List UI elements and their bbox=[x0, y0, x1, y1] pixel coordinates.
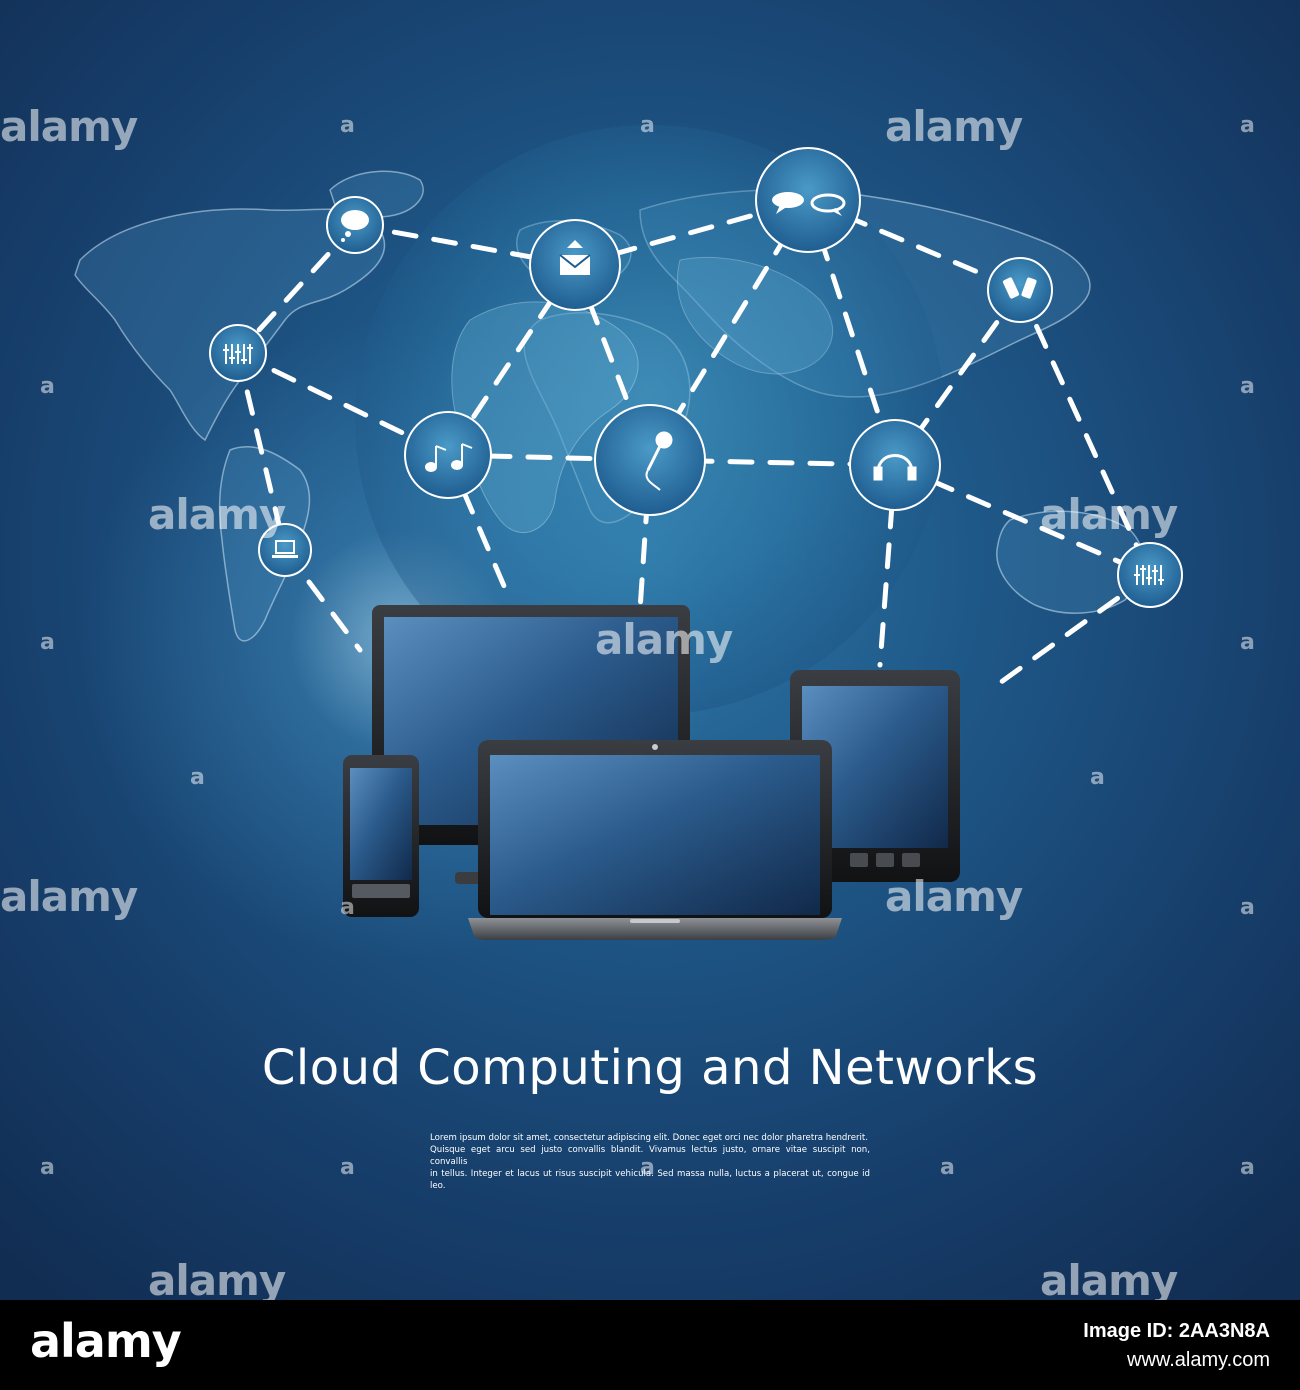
node-equalizer-left bbox=[209, 324, 267, 382]
node-equalizer-right bbox=[1117, 542, 1183, 608]
music-notes-icon bbox=[425, 443, 473, 472]
image-id: Image ID: 2AA3N8A bbox=[1083, 1320, 1270, 1342]
body-line: Lorem ipsum dolor sit amet, consectetur … bbox=[430, 1133, 869, 1143]
network-link bbox=[235, 350, 288, 553]
node-music bbox=[404, 411, 492, 499]
body-line: Quisque eget arcu sed justo convallis bl… bbox=[430, 1145, 870, 1167]
network-link bbox=[1017, 287, 1153, 578]
devices bbox=[343, 605, 960, 940]
body-paragraph: Lorem ipsum dolor sit amet, consectetur … bbox=[430, 1132, 870, 1192]
node-thought bbox=[326, 196, 384, 254]
footer-bar: alamy Image ID: 2AA3N8A www.alamy.com bbox=[0, 1300, 1300, 1390]
laptop-camera bbox=[652, 744, 658, 750]
node-headphones bbox=[849, 419, 941, 511]
equalizer-icon bbox=[223, 344, 253, 364]
headphones-icon bbox=[873, 454, 917, 481]
network-link bbox=[445, 452, 513, 603]
node-mail bbox=[529, 219, 621, 311]
tablet-nav-bar bbox=[850, 853, 920, 867]
smartphone bbox=[343, 755, 419, 917]
node-chat bbox=[755, 147, 861, 253]
laptop-icon bbox=[272, 540, 298, 558]
network-link bbox=[637, 457, 653, 613]
north-america-shape bbox=[74, 208, 386, 442]
microphone-icon bbox=[645, 431, 673, 491]
footer-info: Image ID: 2AA3N8A www.alamy.com bbox=[1083, 1320, 1270, 1372]
site-url: www.alamy.com bbox=[1127, 1349, 1270, 1371]
chat-bubbles-icon bbox=[772, 192, 846, 216]
globe-land-shape-2 bbox=[676, 256, 834, 375]
network-link bbox=[235, 222, 358, 356]
node-microphone bbox=[594, 404, 706, 516]
network-illustration bbox=[74, 125, 1183, 940]
network-link bbox=[987, 572, 1153, 693]
equalizer-icon bbox=[1134, 565, 1164, 585]
thought-bubble-icon bbox=[341, 210, 369, 242]
mobile-phones-icon bbox=[1002, 277, 1037, 299]
laptop bbox=[468, 740, 842, 940]
mail-icon bbox=[559, 240, 591, 275]
body-line: in tellus. Integer et lacus ut risus sus… bbox=[430, 1169, 870, 1191]
network-link bbox=[892, 462, 1153, 578]
alamy-logo: alamy bbox=[30, 1314, 182, 1368]
network-link bbox=[235, 350, 451, 458]
phone-nav-bar bbox=[352, 884, 410, 898]
poster-title: Cloud Computing and Networks bbox=[261, 1040, 1039, 1096]
poster: alamy alamy alamy alamy alamy alamy alam… bbox=[0, 0, 1300, 1300]
node-phones bbox=[987, 257, 1053, 323]
network-nodes bbox=[209, 147, 1183, 608]
node-laptop bbox=[258, 523, 312, 577]
network-link bbox=[877, 462, 898, 668]
